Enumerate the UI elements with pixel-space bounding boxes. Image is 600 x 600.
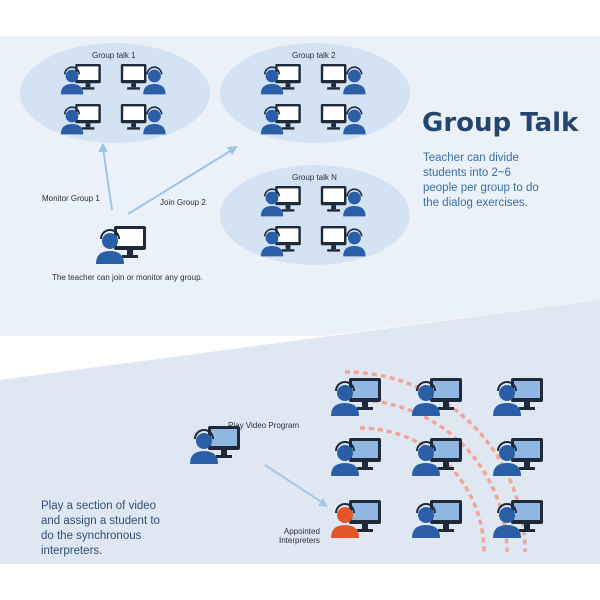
assign-arrow	[264, 464, 324, 504]
person-icon	[337, 445, 353, 461]
person-icon	[265, 69, 279, 83]
person-icon	[148, 109, 161, 123]
person-icon	[348, 231, 361, 245]
description-line: people per group to do	[423, 182, 539, 194]
video-description: Play a section of video and assign a stu…	[41, 499, 160, 559]
teacher-caption: The teacher can join or monitor any grou…	[52, 273, 203, 282]
video-description-line: do the synchronous	[41, 530, 142, 542]
person-icon	[418, 507, 434, 523]
page-title: Group Talk	[422, 108, 579, 138]
student-station	[60, 64, 101, 95]
student-station	[120, 64, 166, 95]
person-icon	[348, 69, 361, 83]
student-station	[320, 64, 366, 95]
student-station	[260, 226, 301, 257]
video-description-line: interpreters.	[41, 545, 103, 557]
person-icon	[418, 385, 434, 401]
person-icon	[148, 69, 161, 83]
person-icon	[65, 109, 79, 123]
student-station	[412, 378, 462, 416]
person-icon	[348, 109, 361, 123]
student-station	[320, 186, 366, 217]
student-station	[412, 500, 462, 538]
group-2-label: Group talk 2	[292, 51, 336, 60]
broadcast-signal	[344, 370, 527, 553]
play-video-label: Play Video Program	[228, 421, 299, 430]
interpreter-station	[331, 500, 381, 538]
person-icon	[265, 109, 279, 123]
student-station	[260, 104, 301, 135]
person-icon	[196, 433, 212, 449]
person-icon	[348, 191, 361, 205]
student-station	[120, 104, 166, 135]
person-icon	[499, 445, 515, 461]
appointed-label: Appointed Interpreters	[279, 527, 320, 545]
group-1-label: Group talk 1	[92, 51, 136, 60]
join-arrow	[127, 149, 233, 215]
monitor-arrow	[102, 147, 113, 211]
person-icon	[65, 69, 79, 83]
person-icon	[337, 507, 353, 523]
video-description-line: Play a section of video	[41, 500, 157, 512]
description-line: students into 2~6	[423, 167, 511, 179]
appointed-line: Appointed	[283, 527, 320, 536]
join-group-label: Join Group 2	[160, 198, 206, 207]
student-station	[260, 186, 301, 217]
person-icon	[265, 231, 279, 245]
group-talk-description: Teacher can divide students into 2~6 peo…	[423, 151, 539, 211]
student-station	[493, 378, 543, 416]
description-line: the dialog exercises.	[423, 197, 528, 209]
student-station	[60, 104, 101, 135]
monitor-group-label: Monitor Group 1	[42, 194, 100, 203]
group-n-label: Group talk N	[292, 173, 337, 182]
student-station	[493, 438, 543, 476]
student-station	[260, 64, 301, 95]
video-description-line: and assign a student to	[41, 515, 160, 527]
student-station	[331, 378, 381, 416]
student-station	[493, 500, 543, 538]
video-teacher-station	[190, 426, 240, 464]
person-icon	[499, 385, 515, 401]
person-icon	[499, 507, 515, 523]
person-icon	[337, 385, 353, 401]
person-icon	[265, 191, 279, 205]
teacher-station	[96, 226, 146, 264]
student-station	[412, 438, 462, 476]
student-station	[320, 104, 366, 135]
person-icon	[102, 233, 118, 249]
person-icon	[418, 445, 434, 461]
student-station	[320, 226, 366, 257]
description-line: Teacher can divide	[423, 152, 519, 164]
student-station	[331, 438, 381, 476]
appointed-line: Interpreters	[279, 536, 320, 545]
